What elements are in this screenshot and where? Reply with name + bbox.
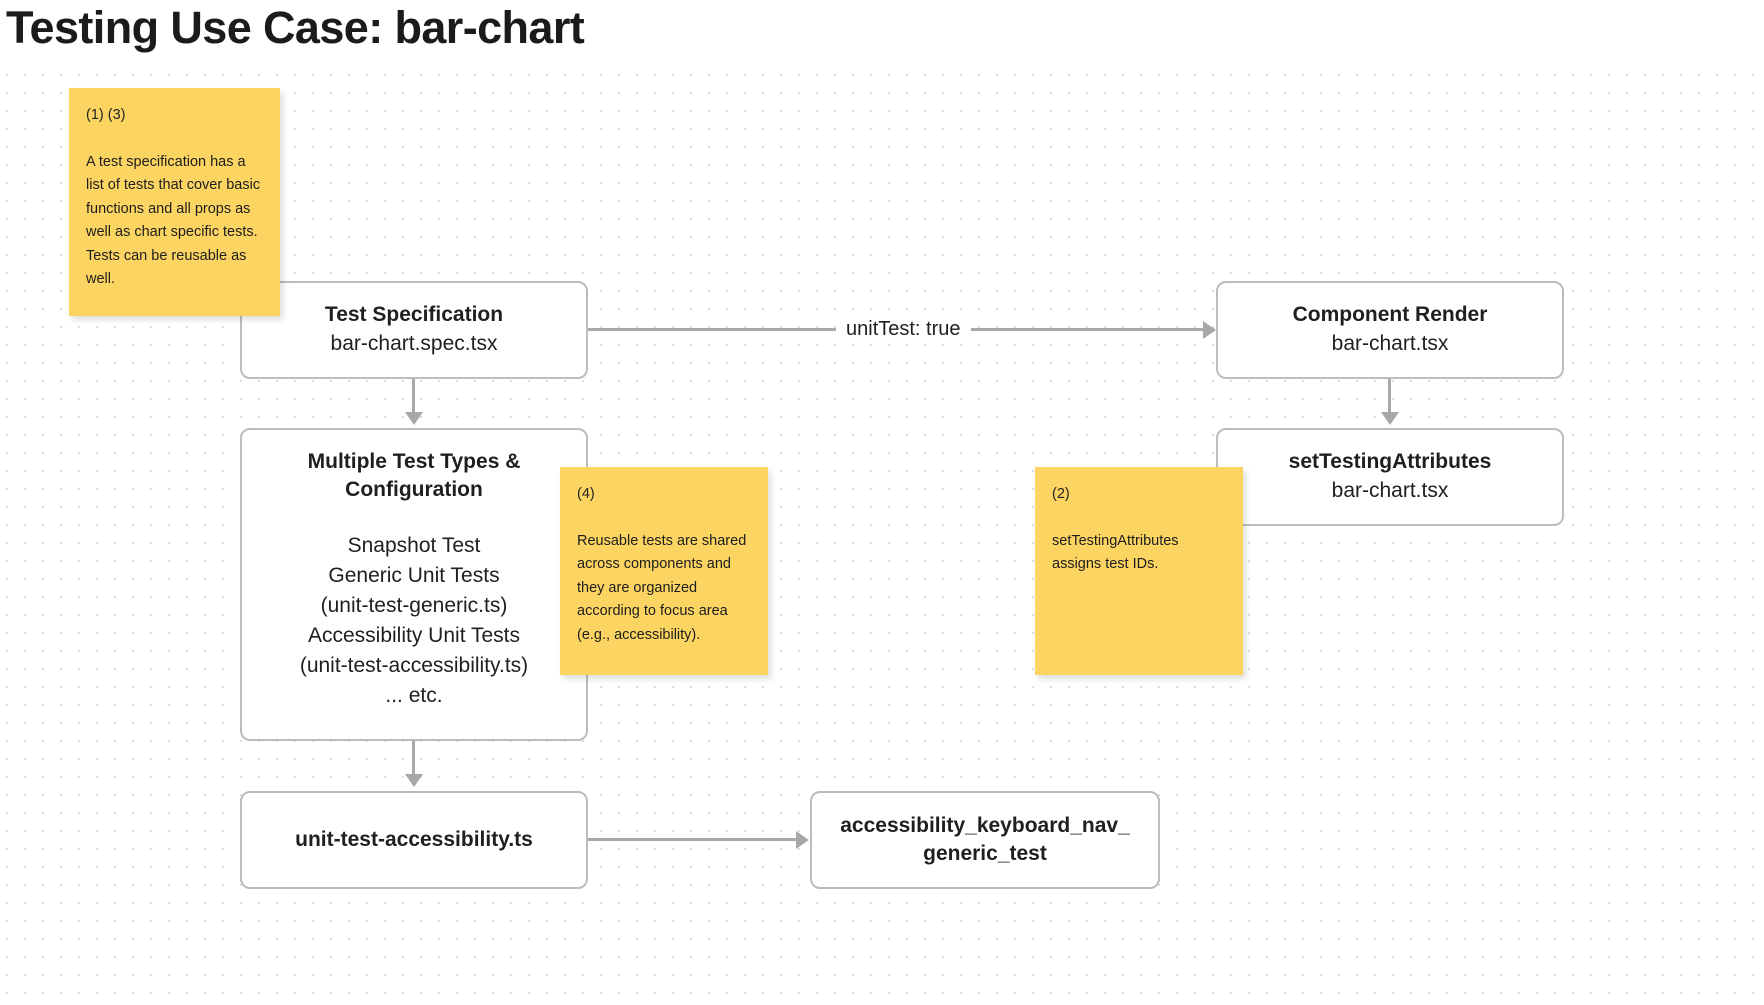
node-test-specification[interactable]: Test Specification bar-chart.spec.tsx (240, 281, 588, 379)
test-type-item: Accessibility Unit Tests (307, 623, 520, 647)
sticky-note-1-ref: (1) (3) (86, 107, 126, 123)
connector-spec-to-types (412, 379, 415, 421)
test-type-item: Snapshot Test (347, 534, 481, 558)
sticky-note-4-body: Reusable tests are shared across compone… (577, 532, 747, 643)
connector-render-to-attributes (1388, 379, 1391, 421)
sticky-note-2-ref: (2) (1052, 486, 1070, 502)
node-test-specification-title: Test Specification (324, 302, 504, 326)
arrowhead-accessibility-to-keyboard (796, 830, 809, 849)
title-bar: Testing Use Case: bar-chart (0, 0, 1764, 62)
sticky-note-1[interactable]: (1) (3) A test specification has a list … (69, 88, 280, 316)
node-component-render-subtitle: bar-chart.tsx (1331, 331, 1449, 355)
connector-accessibility-to-keyboard (588, 838, 800, 841)
arrowhead-render-to-attributes (1380, 412, 1399, 425)
node-set-testing-attributes-subtitle: bar-chart.tsx (1331, 478, 1449, 502)
node-unit-test-accessibility-title: unit-test-accessibility.ts (295, 828, 533, 852)
node-multiple-test-types-title-line2: Configuration (345, 477, 483, 501)
arrowhead-spec-to-render (1203, 320, 1216, 339)
test-type-item: (unit-test-generic.ts) (320, 594, 508, 618)
node-component-render[interactable]: Component Render bar-chart.tsx (1216, 281, 1564, 379)
node-set-testing-attributes[interactable]: setTestingAttributes bar-chart.tsx (1216, 428, 1564, 526)
node-multiple-test-types[interactable]: Multiple Test Types & Configuration Snap… (240, 428, 588, 741)
arrowhead-types-to-accessibility (404, 774, 423, 787)
test-type-item: ... etc. (385, 683, 443, 707)
sticky-note-4[interactable]: (4) Reusable tests are shared across com… (560, 467, 768, 675)
page-title: Testing Use Case: bar-chart (6, 2, 585, 53)
node-component-render-title: Component Render (1292, 302, 1488, 326)
test-type-item: Generic Unit Tests (328, 564, 500, 588)
sticky-note-2-body: setTestingAttributes assigns test IDs. (1052, 532, 1179, 573)
arrowhead-spec-to-types (404, 412, 423, 425)
node-multiple-test-types-list: Snapshot Test Generic Unit Tests (unit-t… (300, 531, 528, 710)
edge-label-unit-test: unitTest: true (836, 316, 971, 343)
node-unit-test-accessibility[interactable]: unit-test-accessibility.ts (240, 791, 588, 889)
test-type-item: (unit-test-accessibility.ts) (299, 653, 529, 677)
sticky-note-4-ref: (4) (577, 486, 595, 502)
node-keyboard-nav-test-title-line1: accessibility_keyboard_nav_ (840, 814, 1130, 838)
node-test-specification-subtitle: bar-chart.spec.tsx (330, 331, 498, 355)
node-keyboard-nav-test-title-line2: generic_test (923, 842, 1047, 865)
sticky-note-1-body: A test specification has a list of tests… (86, 153, 261, 288)
connector-types-to-accessibility (412, 741, 415, 783)
node-keyboard-nav-test[interactable]: accessibility_keyboard_nav_ generic_test (810, 791, 1160, 889)
node-set-testing-attributes-title: setTestingAttributes (1288, 449, 1492, 473)
sticky-note-2[interactable]: (2) setTestingAttributes assigns test ID… (1035, 467, 1243, 675)
node-multiple-test-types-title-line1: Multiple Test Types & (307, 450, 521, 473)
